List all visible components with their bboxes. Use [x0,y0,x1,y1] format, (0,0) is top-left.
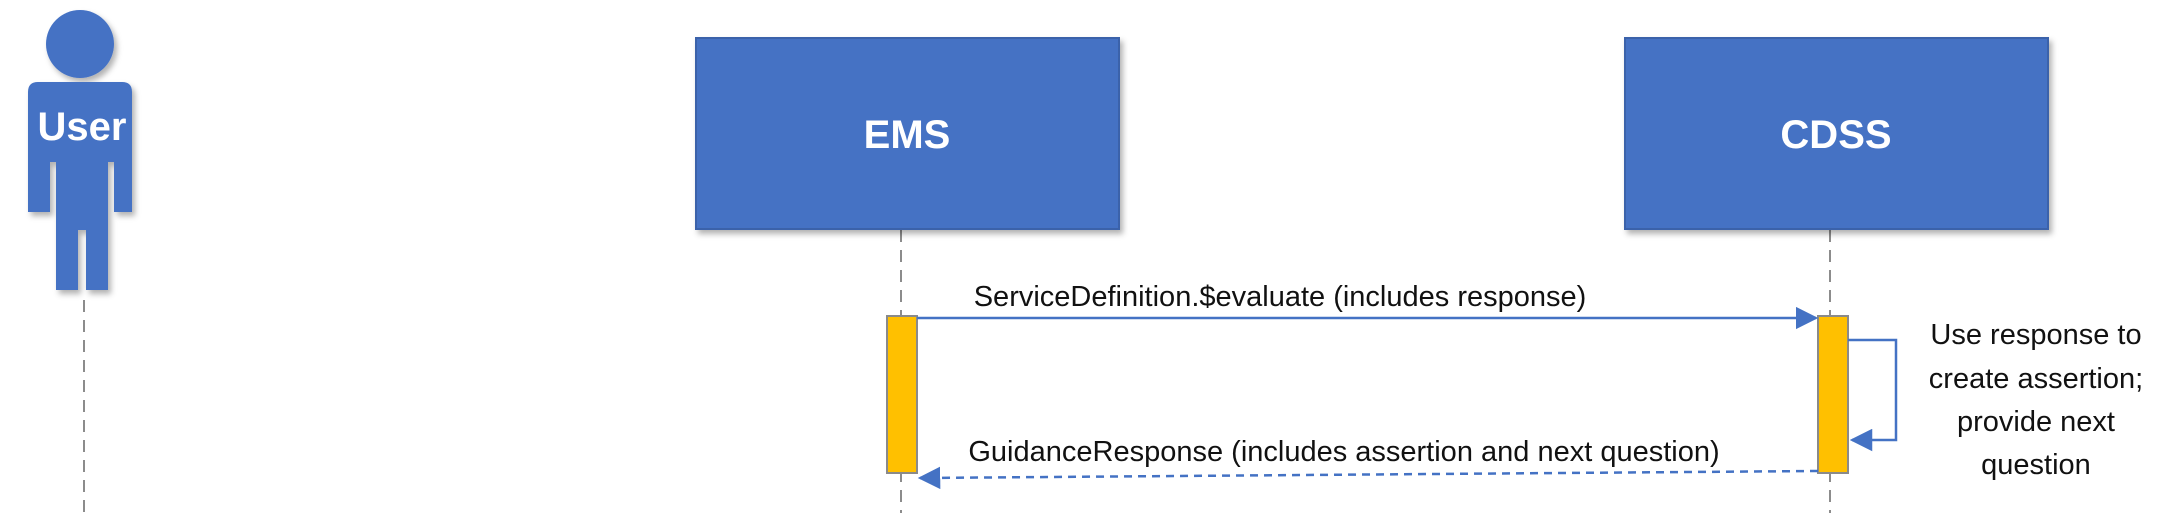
self-note-line-3: provide next [1957,406,2115,438]
ems-activation-bar [886,315,918,474]
cdss-activation-bar [1817,315,1849,474]
cdss-participant-label: CDSS [1780,113,1891,157]
user-body-icon [28,82,132,290]
cdss-participant-box [1624,37,2049,230]
user-head-icon [46,10,114,78]
self-note-line-2: create assertion; [1929,363,2143,395]
self-note-line-1: Use response to [1930,319,2141,351]
request-message-label: ServiceDefinition.$evaluate (includes re… [974,281,1587,313]
user-actor [28,10,132,290]
ems-participant-box [695,37,1120,230]
response-message-arrow [917,466,1819,490]
self-call-arrow [1848,338,1898,452]
response-message-label: GuidanceResponse (includes assertion and… [968,436,1719,468]
self-note-line-4: question [1981,449,2091,481]
ems-participant-label: EMS [864,113,951,157]
user-actor-label: User [38,105,127,149]
